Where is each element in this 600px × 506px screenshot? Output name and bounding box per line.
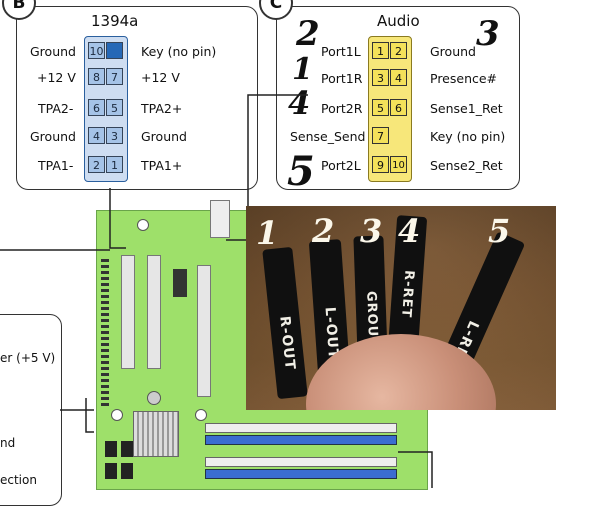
pin: 7 <box>106 68 123 85</box>
memory-slot <box>205 423 397 433</box>
pin: 3 <box>106 127 123 144</box>
io-header-strip <box>101 259 109 409</box>
pin: 5 <box>106 99 123 116</box>
memory-slot <box>205 469 397 479</box>
pin: 5 <box>372 99 389 116</box>
pin-label-right: TPA1+ <box>141 158 183 173</box>
pin: 2 <box>88 156 105 173</box>
pci-slot <box>147 255 161 369</box>
mounting-hole <box>137 219 149 231</box>
box-1394a-title: 1394a <box>91 12 139 30</box>
pin-label-right: Key (no pin) <box>430 129 506 144</box>
pin-label-left: Port2L <box>321 158 361 173</box>
pin: 4 <box>88 127 105 144</box>
sata-port <box>121 441 133 457</box>
pci-express-slot <box>197 265 211 397</box>
pin-label-right: Ground <box>430 44 476 59</box>
key-pin <box>106 42 123 59</box>
leader-line-left-lower <box>60 398 94 433</box>
heatsink <box>133 411 179 457</box>
memory-slot <box>205 435 397 445</box>
box-1394a <box>16 6 258 190</box>
pin-label-left: Sense_Send <box>290 129 366 144</box>
connector-housing <box>210 200 230 238</box>
pin-label-left: Ground <box>30 44 76 59</box>
photo-number: 2 <box>312 212 335 250</box>
pin-label-right: Sense1_Ret <box>430 101 503 116</box>
pin-label-left: Port1R <box>321 71 363 86</box>
left-callout-text: er (+5 V) <box>0 351 56 365</box>
pin-label-right: Presence# <box>430 71 498 86</box>
pin: 1 <box>106 156 123 173</box>
photo-number: 5 <box>488 212 511 250</box>
sata-port <box>105 463 117 479</box>
capacitor <box>147 391 161 405</box>
badge-c: C <box>259 0 293 20</box>
pin: 1 <box>372 42 389 59</box>
mounting-hole <box>195 409 207 421</box>
box-audio-title: Audio <box>377 12 420 30</box>
handwritten-number: 3 <box>476 14 500 54</box>
pin: 6 <box>390 99 407 116</box>
pin-label-right: Sense2_Ret <box>430 158 503 173</box>
pin-label-left: Port2R <box>321 101 363 116</box>
pin-label-left: TPA1- <box>38 158 74 173</box>
pin: 2 <box>390 42 407 59</box>
pin-label-right: Ground <box>141 129 187 144</box>
pin-label-right: +12 V <box>141 70 180 85</box>
pin-label-right: TPA2+ <box>141 101 183 116</box>
pin-label-left: Port1L <box>321 44 361 59</box>
left-callout-text: ection <box>0 473 37 487</box>
handwritten-number: 1 <box>292 52 313 87</box>
pin: 8 <box>88 68 105 85</box>
sata-port <box>105 441 117 457</box>
pin: 10 <box>88 42 105 59</box>
handwritten-number: 2 <box>296 14 320 54</box>
pin-label-left: TPA2- <box>38 101 74 116</box>
cable-photo: R-OUT L-OUT GROUND R-RET L-RET 1 2 3 4 5 <box>246 206 556 410</box>
handwritten-number: 4 <box>288 84 311 122</box>
photo-number: 1 <box>256 214 279 252</box>
left-callout-text: nd <box>0 436 16 450</box>
pin-label-left: Ground <box>30 129 76 144</box>
connector-outline-1394a <box>84 36 128 182</box>
pci-slot <box>121 255 135 369</box>
pin: 10 <box>390 156 407 173</box>
pin-label-right: Key (no pin) <box>141 44 217 59</box>
sata-port <box>121 463 133 479</box>
pin-label-left: +12 V <box>37 70 76 85</box>
pin: 6 <box>88 99 105 116</box>
photo-number: 3 <box>360 212 383 250</box>
chip <box>173 269 187 297</box>
pin: 4 <box>390 69 407 86</box>
mounting-hole <box>111 409 123 421</box>
photo-number: 4 <box>398 212 421 250</box>
handwritten-number: 5 <box>287 148 315 195</box>
pin: 7 <box>372 127 389 144</box>
pin: 9 <box>372 156 389 173</box>
pin: 3 <box>372 69 389 86</box>
memory-slot <box>205 457 397 467</box>
